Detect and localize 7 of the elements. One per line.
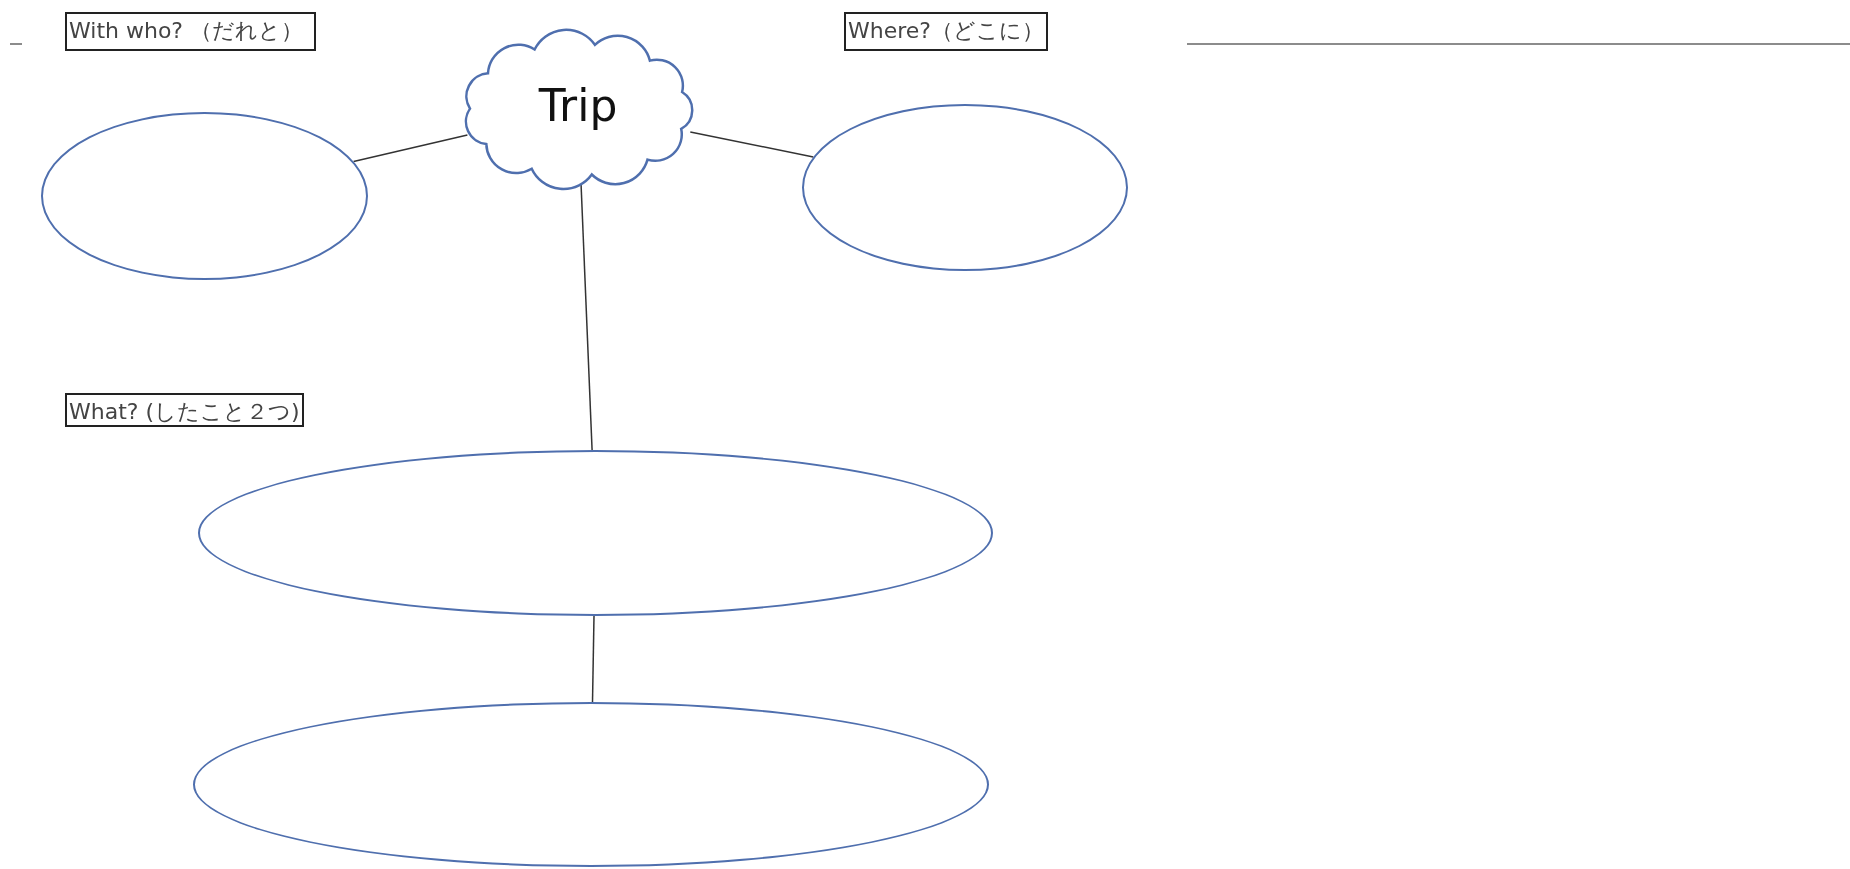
cloud-text: Trip — [538, 79, 618, 131]
label-box: What? (したこと２つ) — [65, 393, 304, 427]
connector-line — [591, 615, 595, 703]
connector-line — [689, 131, 815, 158]
label-box: Where?（どこに） — [844, 12, 1048, 51]
connector-line — [352, 134, 469, 163]
label-box: With who? （だれと） — [65, 12, 316, 51]
